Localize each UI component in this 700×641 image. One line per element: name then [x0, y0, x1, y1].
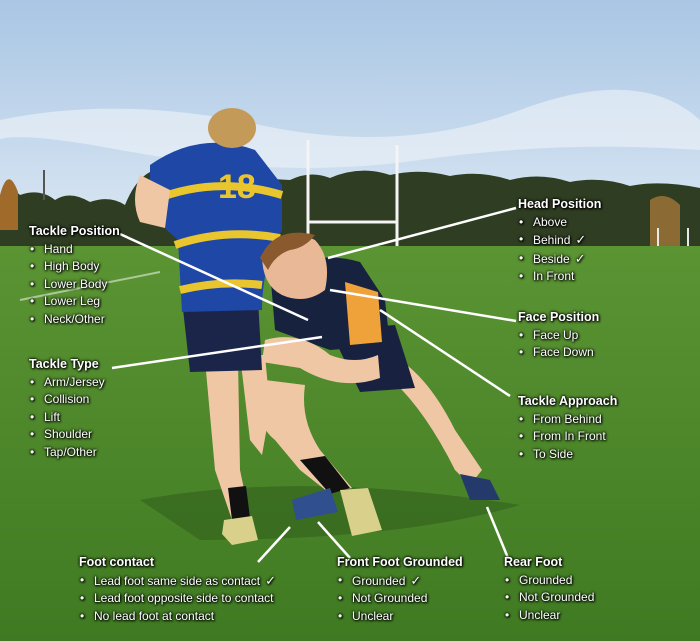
tackle-position-item: Lower Body: [29, 276, 120, 294]
tackle-type-item: Collision: [29, 391, 105, 409]
tackle-position-item: Hand: [29, 241, 120, 259]
face-position-heading: Face Position: [518, 310, 600, 324]
carrier-right-leg: [240, 355, 270, 455]
tackle-approach-panel: Tackle Approach From Behind From In Fron…: [518, 394, 618, 464]
tackle-type-heading: Tackle Type: [29, 357, 99, 371]
check-mark-icon: ✓: [410, 573, 422, 588]
tackle-position-panel: Tackle Position Hand High Body Lower Bod…: [29, 224, 120, 328]
tackle-type-item: Shoulder: [29, 426, 105, 444]
jersey-hoop: [179, 279, 263, 294]
foot-contact-heading: Foot contact: [79, 555, 154, 569]
jersey-hoop: [173, 230, 281, 249]
head-position-item: Behind✓: [518, 231, 601, 249]
check-mark-icon: ✓: [575, 232, 587, 248]
foot-contact-item: Lead foot same side as contact✓: [79, 572, 276, 590]
head-position-item: In Front: [518, 268, 601, 286]
rear-foot-panel: Rear Foot Grounded Not Grounded Unclear: [504, 555, 594, 625]
rear-foot-item: Not Grounded: [504, 589, 594, 607]
rear-foot-item: Grounded: [504, 572, 594, 590]
foot-contact-item: No lead foot at contact: [79, 608, 276, 626]
tackler-front-boot: [292, 488, 338, 520]
head-position-item: Above: [518, 214, 601, 232]
tackle-type-item: Tap/Other: [29, 444, 105, 462]
tackler-arm: [262, 337, 380, 384]
front-foot-item: Not Grounded: [337, 590, 463, 608]
front-foot-panel: Front Foot Grounded Grounded✓ Not Ground…: [337, 555, 463, 626]
tackle-type-panel: Tackle Type Arm/Jersey Collision Lift Sh…: [29, 357, 105, 461]
head-position-heading: Head Position: [518, 197, 602, 211]
cloud: [0, 89, 700, 168]
tackle-approach-heading: Tackle Approach: [518, 394, 618, 408]
carrier-boot: [222, 516, 258, 545]
foot-contact-item: Lead foot opposite side to contact: [79, 590, 276, 608]
tackler-hair: [260, 232, 315, 270]
line-tackle-type: [111, 335, 323, 370]
tackle-approach-item: From In Front: [518, 428, 617, 446]
line-tackle-approach: [379, 308, 511, 398]
carrier-head: [208, 108, 256, 148]
tackle-position-heading: Tackle Position: [29, 224, 120, 238]
line-head-position: [327, 206, 517, 260]
line-rear-foot: [485, 506, 510, 559]
face-position-item: Face Up: [518, 327, 599, 345]
face-position-item: Face Down: [518, 344, 599, 362]
tackler-rear-leg: [380, 360, 482, 485]
jersey-number: 18: [218, 168, 256, 206]
face-position-panel: Face Position Face Up Face Down: [518, 310, 599, 362]
tackle-type-item: Lift: [29, 409, 105, 427]
carrier-sock: [228, 486, 250, 520]
carrier-left-leg: [205, 360, 250, 520]
tackle-position-item: Neck/Other: [29, 311, 120, 329]
line-front-foot: [317, 521, 351, 559]
tackle-approach-item: From Behind: [518, 411, 617, 429]
line-tackle-position: [119, 232, 309, 322]
check-mark-icon: ✓: [574, 250, 586, 266]
carrier-arm: [135, 175, 170, 228]
rear-foot-heading: Rear Foot: [504, 555, 563, 569]
annotation-lines: [111, 206, 517, 563]
line-foot-contact: [257, 526, 291, 563]
tackle-approach-item: To Side: [518, 446, 617, 464]
autumn-tree: [0, 179, 18, 230]
tackler: [259, 232, 500, 536]
tackler-sock: [300, 456, 350, 494]
tackle-type-item: Arm/Jersey: [29, 374, 105, 392]
rear-foot-item: Unclear: [504, 607, 594, 625]
front-foot-item: Grounded✓: [337, 572, 463, 590]
foot-contact-panel: Foot contact Lead foot same side as cont…: [79, 555, 276, 626]
front-foot-heading: Front Foot Grounded: [337, 555, 463, 569]
tackle-position-item: Lower Leg: [29, 293, 120, 311]
tackler-second-boot: [340, 488, 382, 536]
head-position-panel: Head Position Above Behind✓ Beside✓ In F…: [518, 197, 601, 286]
front-foot-item: Unclear: [337, 608, 463, 626]
tackle-position-item: High Body: [29, 258, 120, 276]
head-position-item: Beside✓: [518, 250, 601, 268]
tackler-rear-boot: [460, 474, 500, 500]
line-face-position: [329, 288, 517, 323]
check-mark-icon: ✓: [265, 573, 277, 588]
ball-carrier: 18: [135, 108, 284, 545]
